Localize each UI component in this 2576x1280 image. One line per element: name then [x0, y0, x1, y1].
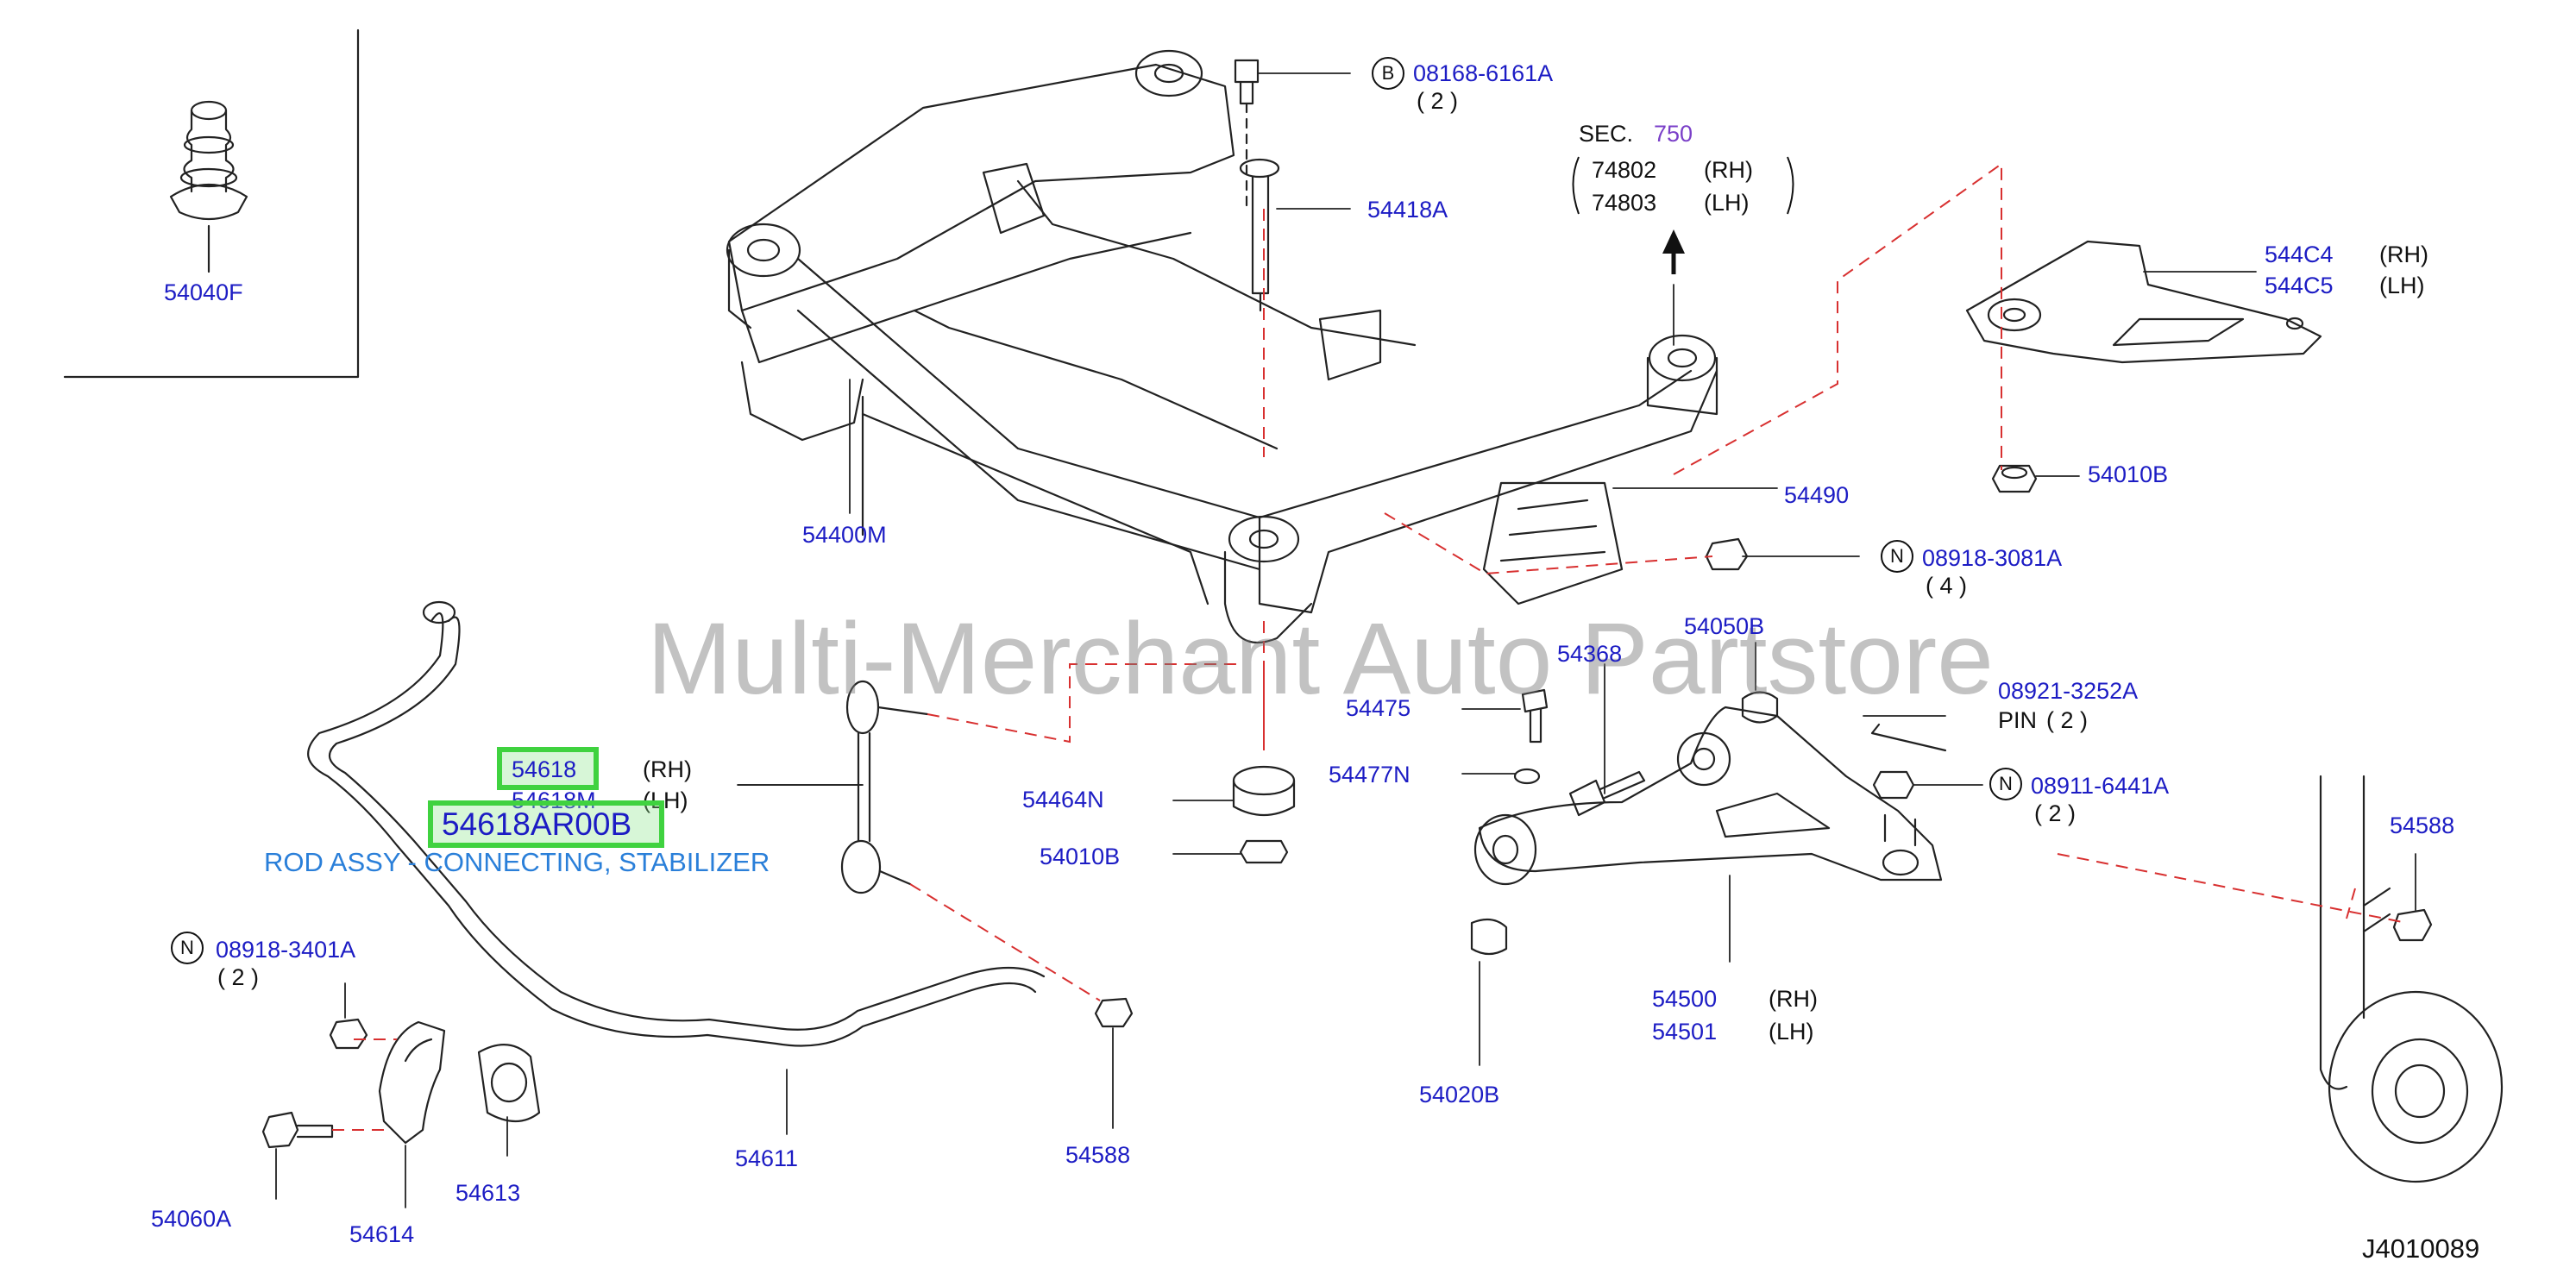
- arrow-up-icon: [1662, 229, 1685, 274]
- nut-54588-right-drawing: [2392, 908, 2433, 942]
- nut-54010b-right-drawing: [1991, 464, 2038, 493]
- nut-54020b-drawing: [1470, 918, 1508, 956]
- nut-54050b-drawing: [1741, 691, 1779, 724]
- highlighted-part-number[interactable]: 54618AR00B: [442, 806, 632, 842]
- label-54020b[interactable]: 54020B: [1419, 1082, 1500, 1107]
- label-54368[interactable]: 54368: [1557, 641, 1623, 667]
- sec-number-link[interactable]: 750: [1654, 121, 1693, 147]
- sec-left-brace: [1572, 156, 1580, 215]
- label-54588-right[interactable]: 54588: [2390, 813, 2455, 838]
- nut-54588-left-drawing: [1094, 997, 1134, 1028]
- connecting-rod-54618-drawing: [840, 680, 929, 894]
- side-544c5: (LH): [2379, 273, 2425, 298]
- clamp-54614-drawing: [378, 1020, 446, 1145]
- label-54588-left[interactable]: 54588: [1065, 1142, 1131, 1168]
- sec-rh-side: (RH): [1704, 157, 1753, 183]
- sec-lh-part: 74803: [1592, 190, 1657, 216]
- qty-08918-3401a: ( 2 ): [217, 964, 260, 990]
- label-pin: PIN: [1998, 707, 2038, 733]
- label-54611[interactable]: 54611: [735, 1145, 799, 1171]
- qty-08911-6441a: ( 2 ): [2034, 800, 2077, 826]
- wheel-hub-drawing: [2319, 775, 2504, 1183]
- label-54418a[interactable]: 54418A: [1367, 197, 1448, 223]
- nut-08911-6441a-drawing: [1872, 770, 1915, 800]
- highlighted-part-description: ROD ASSY - CONNECTING, STABILIZER: [264, 847, 770, 877]
- label-08918-3081a[interactable]: 08918-3081A: [1922, 545, 2063, 571]
- lower-arm-54500-drawing: [1473, 706, 1943, 886]
- label-54050b[interactable]: 54050B: [1684, 613, 1765, 639]
- label-08918-3401a[interactable]: 08918-3401A: [216, 937, 356, 963]
- label-54490[interactable]: 54490: [1784, 482, 1850, 508]
- qty-08168-6161a: ( 2 ): [1417, 88, 1459, 114]
- bolt-08168-6161a-drawing: [1234, 59, 1260, 209]
- inset-frame: [63, 28, 360, 379]
- nut-08918-3401a-drawing: [329, 1018, 368, 1050]
- label-08911-6441a[interactable]: 08911-6441A: [2031, 773, 2170, 799]
- pin-08921-3252a-drawing: [1870, 723, 1947, 752]
- label-54614[interactable]: 54614: [349, 1221, 415, 1247]
- label-54060a[interactable]: 54060A: [151, 1206, 232, 1232]
- label-54010b-right[interactable]: 54010B: [2088, 461, 2169, 487]
- nut-08918-3081a-drawing: [1705, 537, 1749, 571]
- guide-dashes: [332, 162, 2408, 1131]
- label-54475[interactable]: 54475: [1346, 695, 1411, 721]
- label-08168-6161a[interactable]: 08168-6161A: [1413, 60, 1554, 86]
- side-54501: (LH): [1769, 1019, 1814, 1045]
- callout-b-symbol: B: [1372, 57, 1404, 90]
- label-54464n[interactable]: 54464N: [1022, 787, 1104, 813]
- label-54500[interactable]: 54500: [1652, 986, 1718, 1012]
- bolt-54060a-drawing: [261, 1111, 334, 1149]
- bracket-544c4-drawing: [1965, 240, 2322, 364]
- highlight-54618ar00b: [428, 800, 664, 848]
- qty-08921-3252a: ( 2 ): [2046, 707, 2089, 733]
- callout-n-symbol-3081a: N: [1881, 540, 1913, 573]
- label-54613[interactable]: 54613: [456, 1180, 521, 1206]
- callout-n-symbol-3401a: N: [171, 932, 204, 964]
- watermark: Multi-Merchant Auto Partstore: [647, 602, 1994, 716]
- sec-right-brace: [1787, 156, 1794, 215]
- label-54010b-left[interactable]: 54010B: [1040, 844, 1121, 869]
- diagram-code: J4010089: [2362, 1233, 2480, 1264]
- callout-n-symbol-6441a: N: [1989, 768, 2022, 800]
- side-54500: (RH): [1769, 986, 1818, 1012]
- label-54040f[interactable]: 54040F: [164, 279, 243, 305]
- mount-54464n-drawing: [1232, 765, 1296, 816]
- subframe-54400m-drawing: [726, 49, 1718, 644]
- label-08921-3252a[interactable]: 08921-3252A: [1998, 678, 2139, 704]
- side-544c4: (RH): [2379, 242, 2428, 267]
- label-54618[interactable]: 54618: [512, 756, 577, 782]
- side-54618: (RH): [643, 756, 692, 782]
- bolt-54368-drawing: [1568, 770, 1646, 817]
- bushing-54613-drawing: [477, 1044, 541, 1122]
- label-54477n[interactable]: 54477N: [1329, 762, 1411, 787]
- sec-prefix: SEC.: [1579, 121, 1634, 147]
- label-544c4[interactable]: 544C4: [2265, 242, 2334, 267]
- sec-rh-part: 74802: [1592, 157, 1657, 183]
- bolt-54475-drawing: [1521, 688, 1549, 744]
- label-54400m[interactable]: 54400M: [802, 522, 887, 548]
- nut-54010b-left-drawing: [1239, 839, 1289, 864]
- label-54501[interactable]: 54501: [1652, 1019, 1718, 1045]
- stabilizer-bar-54611-drawing: [307, 600, 1046, 1047]
- label-544c5[interactable]: 544C5: [2265, 273, 2334, 298]
- highlight-54618: [497, 747, 599, 790]
- washer-54477n-drawing: [1513, 768, 1541, 785]
- sec-lh-side: (LH): [1704, 190, 1750, 216]
- spacer-54418a-drawing: [1239, 158, 1280, 312]
- qty-08918-3081a: ( 4 ): [1926, 573, 1968, 599]
